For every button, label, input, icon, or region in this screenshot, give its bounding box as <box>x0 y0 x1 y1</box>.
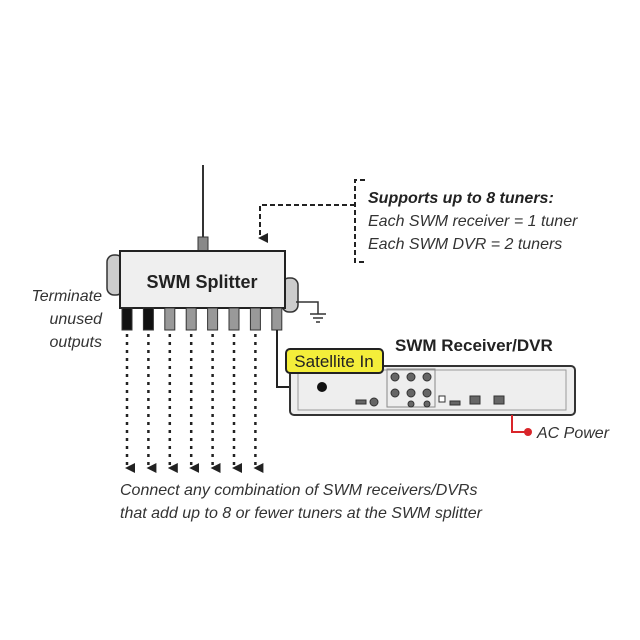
satellite-in-badge <box>285 348 384 374</box>
ac-power-cable <box>511 415 526 433</box>
input-connector <box>197 236 209 252</box>
callout-bracket <box>354 179 365 263</box>
callout-pointer <box>258 204 355 243</box>
swm-splitter <box>119 250 286 309</box>
output-port <box>228 307 240 331</box>
terminator-cap <box>142 307 154 331</box>
ac-power-plug <box>524 428 532 436</box>
ground-wire <box>296 301 319 314</box>
splitter-label: SWM Splitter <box>147 272 258 292</box>
output-port <box>271 307 283 331</box>
output-port <box>207 307 219 331</box>
terminate-note: outputs <box>50 334 102 351</box>
receiver-title: SWM Receiver/DVR <box>395 336 553 355</box>
output-port <box>249 307 261 331</box>
support-note-line: Each SWM DVR = 2 tuners <box>368 236 562 253</box>
footer-note: Connect any combination of SWM receivers… <box>120 482 477 499</box>
support-note-line: Each SWM receiver = 1 tuner <box>368 213 578 230</box>
ac-power-label: AC Power <box>536 425 610 442</box>
terminate-note: unused <box>50 311 104 328</box>
terminator-cap <box>121 307 133 331</box>
output-port <box>185 307 197 331</box>
support-note-title: Supports up to 8 tuners: <box>368 190 554 207</box>
footer-note: that add up to 8 or fewer tuners at the … <box>120 505 483 522</box>
ground-icon <box>310 313 326 323</box>
satellite-in-label: Satellite In <box>294 352 373 371</box>
rear-panel-ports <box>355 368 505 408</box>
satellite-in-port <box>317 382 327 392</box>
terminate-note: Terminate <box>31 288 102 305</box>
output-port <box>164 307 176 331</box>
